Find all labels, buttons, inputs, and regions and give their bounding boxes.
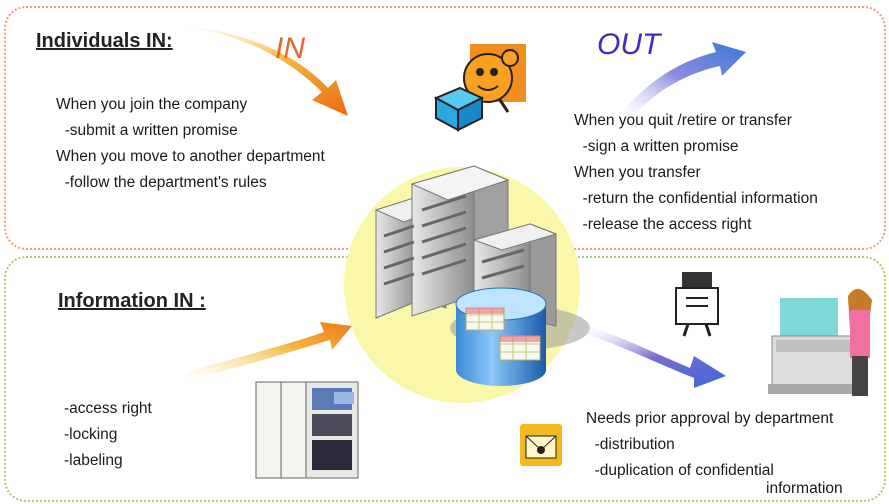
out-line-release: -release the access right [574,216,752,233]
document-stamp-icon [675,272,719,337]
info-out-distribution: -distribution [586,436,675,453]
arrow-in-icon [178,26,348,116]
info-in-labeling: -labeling [64,452,123,469]
in-label: IN [275,32,305,65]
arrow-out-bottom-icon [586,326,726,388]
information-out-text: Needs prior approval by department -dist… [586,406,833,484]
in-line-move: When you move to another department [56,148,325,165]
information-heading: Information IN : [58,290,206,312]
out-label: OUT [597,28,661,61]
individuals-in-text: When you join the company -submit a writ… [56,92,325,196]
info-out-approval: Needs prior approval by department [586,410,834,427]
person-copier-icon [768,288,872,396]
information-in-text: -access right -locking -labeling [64,396,152,474]
info-in-locking: -locking [64,426,118,443]
info-out-information: information [766,480,843,497]
individuals-out-text: When you quit /retire or transfer -sign … [574,108,818,238]
individuals-heading: Individuals IN: [36,30,173,52]
out-line-sign: -sign a written promise [574,138,739,155]
info-out-duplication: -duplication of confidential [586,462,774,479]
in-line-promise: -submit a written promise [56,122,238,139]
in-line-rules: -follow the department's rules [56,174,267,191]
person-with-box-icon [433,44,526,132]
server-database-icon [374,165,558,386]
out-line-return: -return the confidential information [574,190,818,207]
cabinet-icon [255,381,359,479]
info-in-access: -access right [64,400,152,417]
envelope-icon [520,424,562,466]
arrow-in-bottom-icon [186,322,352,380]
out-line-transfer: When you transfer [574,164,701,181]
arrow-out-icon [622,42,746,118]
in-line-join: When you join the company [56,96,248,113]
out-line-quit: When you quit /retire or transfer [574,112,792,129]
